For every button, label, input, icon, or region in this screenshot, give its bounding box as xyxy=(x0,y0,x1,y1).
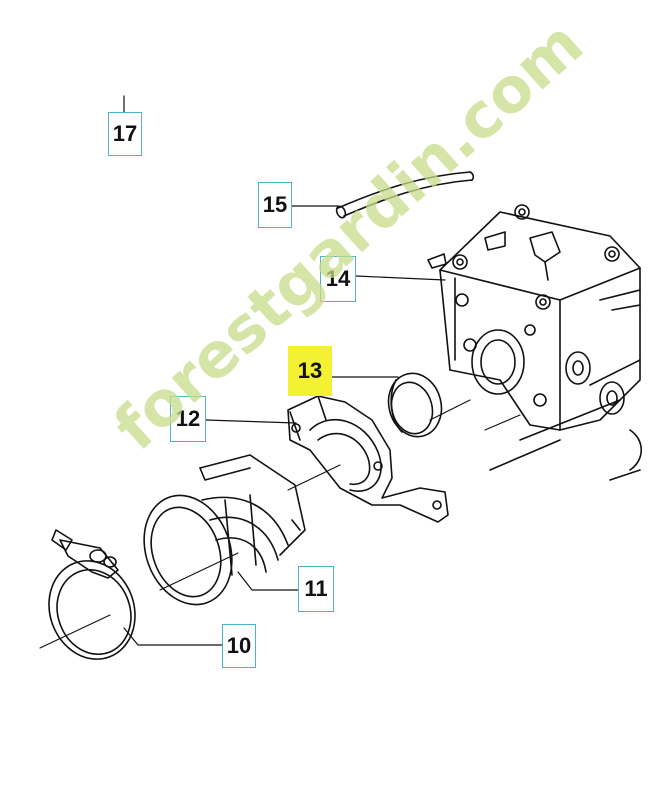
callout-15[interactable]: 15 xyxy=(258,182,292,228)
part-13-gasket-ring xyxy=(387,372,443,438)
callout-13[interactable]: 13 xyxy=(288,346,332,396)
axis-line xyxy=(39,399,521,649)
part-12-flange-bracket xyxy=(287,395,449,523)
part-14-carburetor xyxy=(427,204,643,481)
part-11-intake-boot xyxy=(143,454,306,606)
callout-12[interactable]: 12 xyxy=(170,396,206,442)
callout-14[interactable]: 14 xyxy=(320,256,356,302)
callout-11[interactable]: 11 xyxy=(298,566,334,612)
leader-lines xyxy=(123,95,446,646)
callout-10[interactable]: 10 xyxy=(222,624,256,668)
callout-17[interactable]: 17 xyxy=(108,112,142,156)
part-15-fuel-hose xyxy=(335,171,475,219)
part-10-hose-clamp xyxy=(48,529,136,660)
